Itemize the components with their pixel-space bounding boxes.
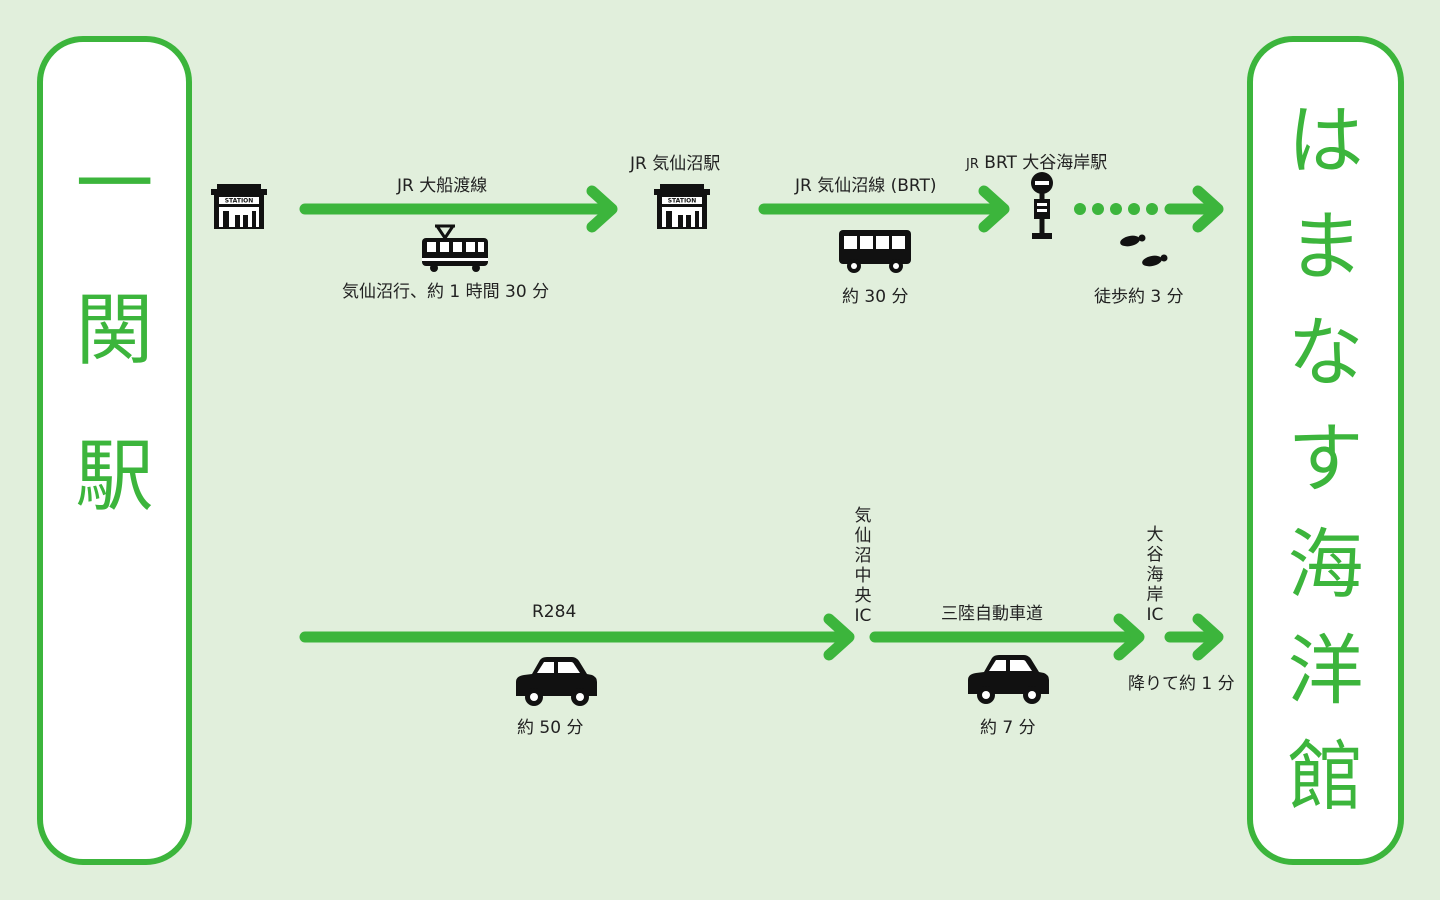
destination-char: す — [1287, 414, 1364, 503]
kesennuma-station-label: JR 気仙沼駅 — [630, 154, 721, 174]
arrow-exit — [1164, 613, 1224, 661]
station-icon — [654, 184, 710, 229]
walking-arrow — [1074, 185, 1224, 233]
ic1-char: 中 — [854, 566, 872, 586]
ic2-char: 谷 — [1146, 545, 1164, 565]
ofunato-line-duration: 気仙沼行、約 1 時間 30 分 — [342, 282, 550, 302]
destination-char: 洋 — [1287, 626, 1364, 715]
destination-box: は ま な す 海 洋 館 — [1247, 36, 1404, 865]
arrow-jr-kesennuma-line — [758, 185, 1010, 233]
oya-kaigan-ic-label: 大 谷 海 岸 IC — [1144, 525, 1166, 625]
destination-char: ま — [1287, 202, 1364, 291]
sanriku-expressway-label: 三陸自動車道 — [941, 604, 1043, 624]
r284-duration: 約 50 分 — [517, 718, 584, 738]
kesennuma-line-label: JR 気仙沼線 (BRT) — [795, 176, 937, 196]
origin-char: 駅 — [75, 432, 154, 522]
ic2-char: 岸 — [1146, 585, 1164, 605]
kesennuma-chuo-ic-label: 気 仙 沼 中 央 IC — [852, 506, 874, 626]
origin-char: 関 — [75, 286, 154, 376]
ic2-char: IC — [1146, 605, 1164, 625]
walk-duration: 徒歩約 3 分 — [1094, 287, 1184, 307]
train-route — [211, 172, 1224, 273]
kesennuma-line-duration: 約 30 分 — [842, 287, 909, 307]
ic1-char: 沼 — [854, 546, 872, 566]
bus-stop-prefix: JR — [966, 157, 979, 172]
destination-char: 館 — [1287, 732, 1364, 821]
ic1-char: 気 — [854, 506, 872, 526]
destination-char: 海 — [1287, 520, 1364, 609]
origin-char: 一 — [75, 140, 154, 230]
bus-stop-name: BRT 大谷海岸駅 — [984, 153, 1108, 173]
bus-stop-label: JR BRT 大谷海岸駅 — [966, 148, 1107, 173]
origin-title: 一 関 駅 — [43, 42, 186, 859]
r284-label: R284 — [532, 602, 577, 622]
car-icon — [968, 655, 1049, 704]
sanriku-expressway-duration: 約 7 分 — [980, 718, 1036, 738]
arrow-sanriku-expressway — [869, 613, 1145, 661]
station-icon — [211, 184, 267, 229]
origin-station-box: 一 関 駅 — [37, 36, 192, 865]
ic2-char: 海 — [1146, 565, 1164, 585]
ic2-char: 大 — [1146, 525, 1164, 545]
car-route — [299, 613, 1224, 706]
footprints-icon — [1120, 234, 1168, 267]
ic1-char: IC — [854, 606, 872, 626]
ic1-char: 央 — [854, 586, 872, 606]
arrow-r284 — [299, 613, 855, 661]
destination-char: は — [1287, 96, 1364, 185]
bus-icon — [839, 230, 911, 273]
car-icon — [516, 657, 597, 706]
ofunato-line-label: JR 大船渡線 — [397, 176, 488, 196]
bus-stop-icon — [1031, 172, 1053, 239]
arrow-jr-ofunato-line — [299, 185, 618, 233]
destination-char: な — [1287, 308, 1364, 397]
ic1-char: 仙 — [854, 526, 872, 546]
exit-duration: 降りて約 1 分 — [1128, 674, 1235, 694]
destination-title: は ま な す 海 洋 館 — [1253, 42, 1398, 859]
train-icon — [422, 224, 488, 272]
